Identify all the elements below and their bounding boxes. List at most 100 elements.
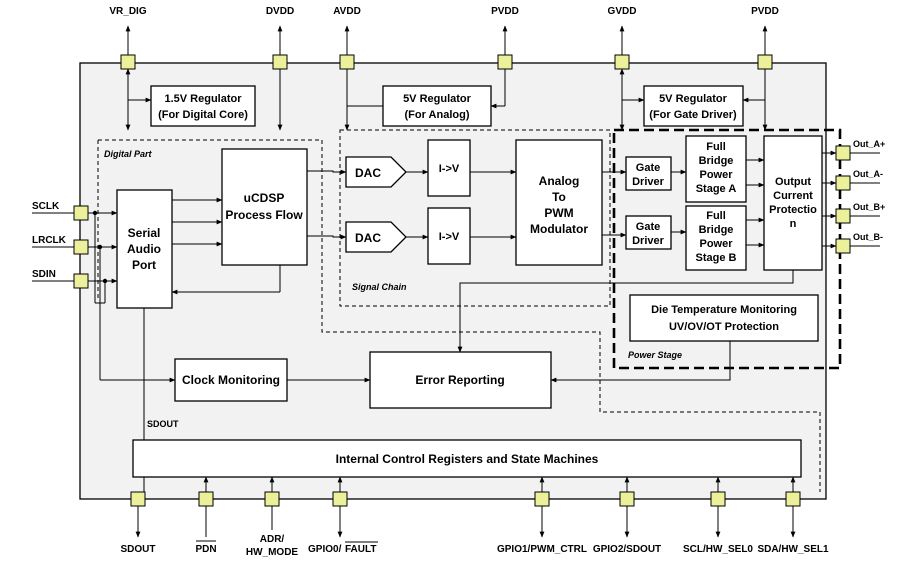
pin-out-a-pos: Out_A+ xyxy=(822,139,885,161)
svg-text:(For Analog): (For Analog) xyxy=(405,109,470,121)
svg-text:Bridge: Bridge xyxy=(699,224,734,236)
ucdsp-block: uCDSP Process Flow xyxy=(221,148,308,266)
dac-2: DAC xyxy=(345,221,407,253)
pin-label-sclk: SCLK xyxy=(32,201,60,212)
pin-out-a-neg: Out_A- xyxy=(822,169,883,191)
pin-scl-hw-sel0: SCL/HW_SEL0 xyxy=(683,476,753,555)
pin-out-b-neg: Out_B- xyxy=(822,232,883,254)
svg-text:Die Temperature Monitoring: Die Temperature Monitoring xyxy=(651,304,797,316)
i-to-v-2: I->V xyxy=(427,207,471,265)
pin-pvdd-gate: PVDD xyxy=(742,6,779,131)
svg-text:Driver: Driver xyxy=(632,235,665,247)
pin-label-out-b-neg: Out_B- xyxy=(853,232,883,242)
power-stage-label: Power Stage xyxy=(628,350,682,360)
pin-sda-hw-sel1: SDA/HW_SEL1 xyxy=(757,476,829,555)
pin-label-gpio1: GPIO1/PWM_CTRL xyxy=(497,544,587,555)
svg-text:Output: Output xyxy=(775,176,811,188)
pin-pvdd-analog: PVDD xyxy=(490,6,519,109)
pin-vr-dig: VR_DIG xyxy=(109,6,152,131)
svg-text:Protectio: Protectio xyxy=(769,204,817,216)
digital-part-label: Digital Part xyxy=(104,149,153,159)
svg-text:Bridge: Bridge xyxy=(699,155,734,167)
svg-text:Gate: Gate xyxy=(636,162,660,174)
signal-chain-boundary xyxy=(339,129,611,307)
pin-label-sda: SDA/HW_SEL1 xyxy=(757,544,829,555)
internal-control-registers: Internal Control Registers and State Mac… xyxy=(132,439,802,478)
svg-text:uCDSP: uCDSP xyxy=(244,191,285,205)
svg-text:I->V: I->V xyxy=(439,231,460,243)
pin-label-gvdd: GVDD xyxy=(608,6,637,17)
pin-label-out-a-pos: Out_A+ xyxy=(853,139,885,149)
chip-outline xyxy=(79,62,827,500)
svg-text:Stage B: Stage B xyxy=(696,252,737,264)
pin-sdin: SDIN xyxy=(32,269,118,289)
pin-out-b-pos: Out_B+ xyxy=(822,202,885,224)
svg-text:Power: Power xyxy=(699,169,733,181)
die-temperature-monitoring: Die Temperature Monitoring UV/OV/OT Prot… xyxy=(629,294,819,342)
svg-text:Audio: Audio xyxy=(127,242,161,256)
i-to-v-1: I->V xyxy=(427,139,471,197)
pin-gpio0-fault: GPIO0/ FAULT xyxy=(308,476,378,555)
svg-text:1.5V Regulator: 1.5V Regulator xyxy=(164,93,242,105)
pin-label-sdin: SDIN xyxy=(32,269,56,280)
digital-part-boundary xyxy=(98,139,821,492)
pin-pdn: PDN xyxy=(195,476,217,555)
dac-1: DAC xyxy=(345,156,407,188)
pin-label-sdout: SDOUT xyxy=(121,544,156,555)
svg-text:DAC: DAC xyxy=(355,166,381,180)
svg-text:To: To xyxy=(552,190,566,204)
gate-driver-b: Gate Driver xyxy=(625,215,672,250)
pin-label-dvdd: DVDD xyxy=(266,6,294,17)
pin-dvdd: DVDD xyxy=(266,6,294,131)
pin-avdd: AVDD xyxy=(333,6,383,131)
svg-text:Clock Monitoring: Clock Monitoring xyxy=(182,373,280,387)
power-stage-boundary xyxy=(612,128,842,370)
svg-text:UV/OV/OT Protection: UV/OV/OT Protection xyxy=(669,321,779,333)
svg-text:Serial: Serial xyxy=(128,226,161,240)
svg-text:DAC: DAC xyxy=(355,231,381,245)
svg-text:PWM: PWM xyxy=(544,206,573,220)
pin-label-lrclk: LRCLK xyxy=(32,235,67,246)
pin-gpio1-pwm-ctrl: GPIO1/PWM_CTRL xyxy=(497,476,587,555)
svg-text:Current: Current xyxy=(773,190,813,202)
pin-label-pdn: PDN xyxy=(195,544,216,555)
pin-label-out-a-neg: Out_A- xyxy=(853,169,883,179)
pin-gpio2-sdout: GPIO2/SDOUT xyxy=(593,476,661,555)
pin-label-avdd: AVDD xyxy=(333,6,361,17)
error-reporting: Error Reporting xyxy=(369,351,552,409)
svg-text:Process Flow: Process Flow xyxy=(225,208,303,222)
output-current-protection: Output Current Protectio n xyxy=(763,135,823,271)
pin-label-pvdd-analog: PVDD xyxy=(491,6,519,17)
pin-lrclk: LRCLK xyxy=(32,235,118,255)
pin-sclk: SCLK xyxy=(32,201,118,221)
pin-label-adr: ADR/ xyxy=(260,534,285,545)
svg-text:Driver: Driver xyxy=(632,176,665,188)
pin-label-gpio0: GPIO0/ xyxy=(308,544,342,555)
svg-text:Internal Control Registers and: Internal Control Registers and State Mac… xyxy=(336,452,599,466)
analog-to-pwm-modulator: Analog To PWM Modulator xyxy=(515,139,603,266)
pin-label-vr-dig: VR_DIG xyxy=(109,6,146,17)
svg-text:I->V: I->V xyxy=(439,163,460,175)
clock-monitoring: Clock Monitoring xyxy=(174,358,288,402)
svg-text:n: n xyxy=(790,218,797,230)
svg-text:Error Reporting: Error Reporting xyxy=(415,373,504,387)
svg-text:Analog: Analog xyxy=(539,174,580,188)
svg-text:(For Digital Core): (For Digital Core) xyxy=(158,109,248,121)
svg-text:5V Regulator: 5V Regulator xyxy=(659,93,728,105)
pin-label-out-b-pos: Out_B+ xyxy=(853,202,885,212)
regulator-gate: 5V Regulator (For Gate Driver) xyxy=(643,85,744,127)
svg-text:Port: Port xyxy=(132,258,156,272)
pin-gvdd: GVDD xyxy=(608,6,645,131)
full-bridge-a: Full Bridge Power Stage A xyxy=(685,135,747,203)
svg-text:Full: Full xyxy=(706,141,726,153)
svg-text:Modulator: Modulator xyxy=(530,222,588,236)
internal-sdout-label: SDOUT xyxy=(147,419,179,429)
svg-text:(For Gate Driver): (For Gate Driver) xyxy=(649,109,737,121)
pin-sdout: SDOUT xyxy=(121,491,156,555)
full-bridge-b: Full Bridge Power Stage B xyxy=(685,205,747,271)
svg-text:Gate: Gate xyxy=(636,221,660,233)
pin-label-scl: SCL/HW_SEL0 xyxy=(683,544,753,555)
serial-audio-port: Serial Audio Port xyxy=(116,189,173,309)
regulator-digital: 1.5V Regulator (For Digital Core) xyxy=(150,85,256,127)
